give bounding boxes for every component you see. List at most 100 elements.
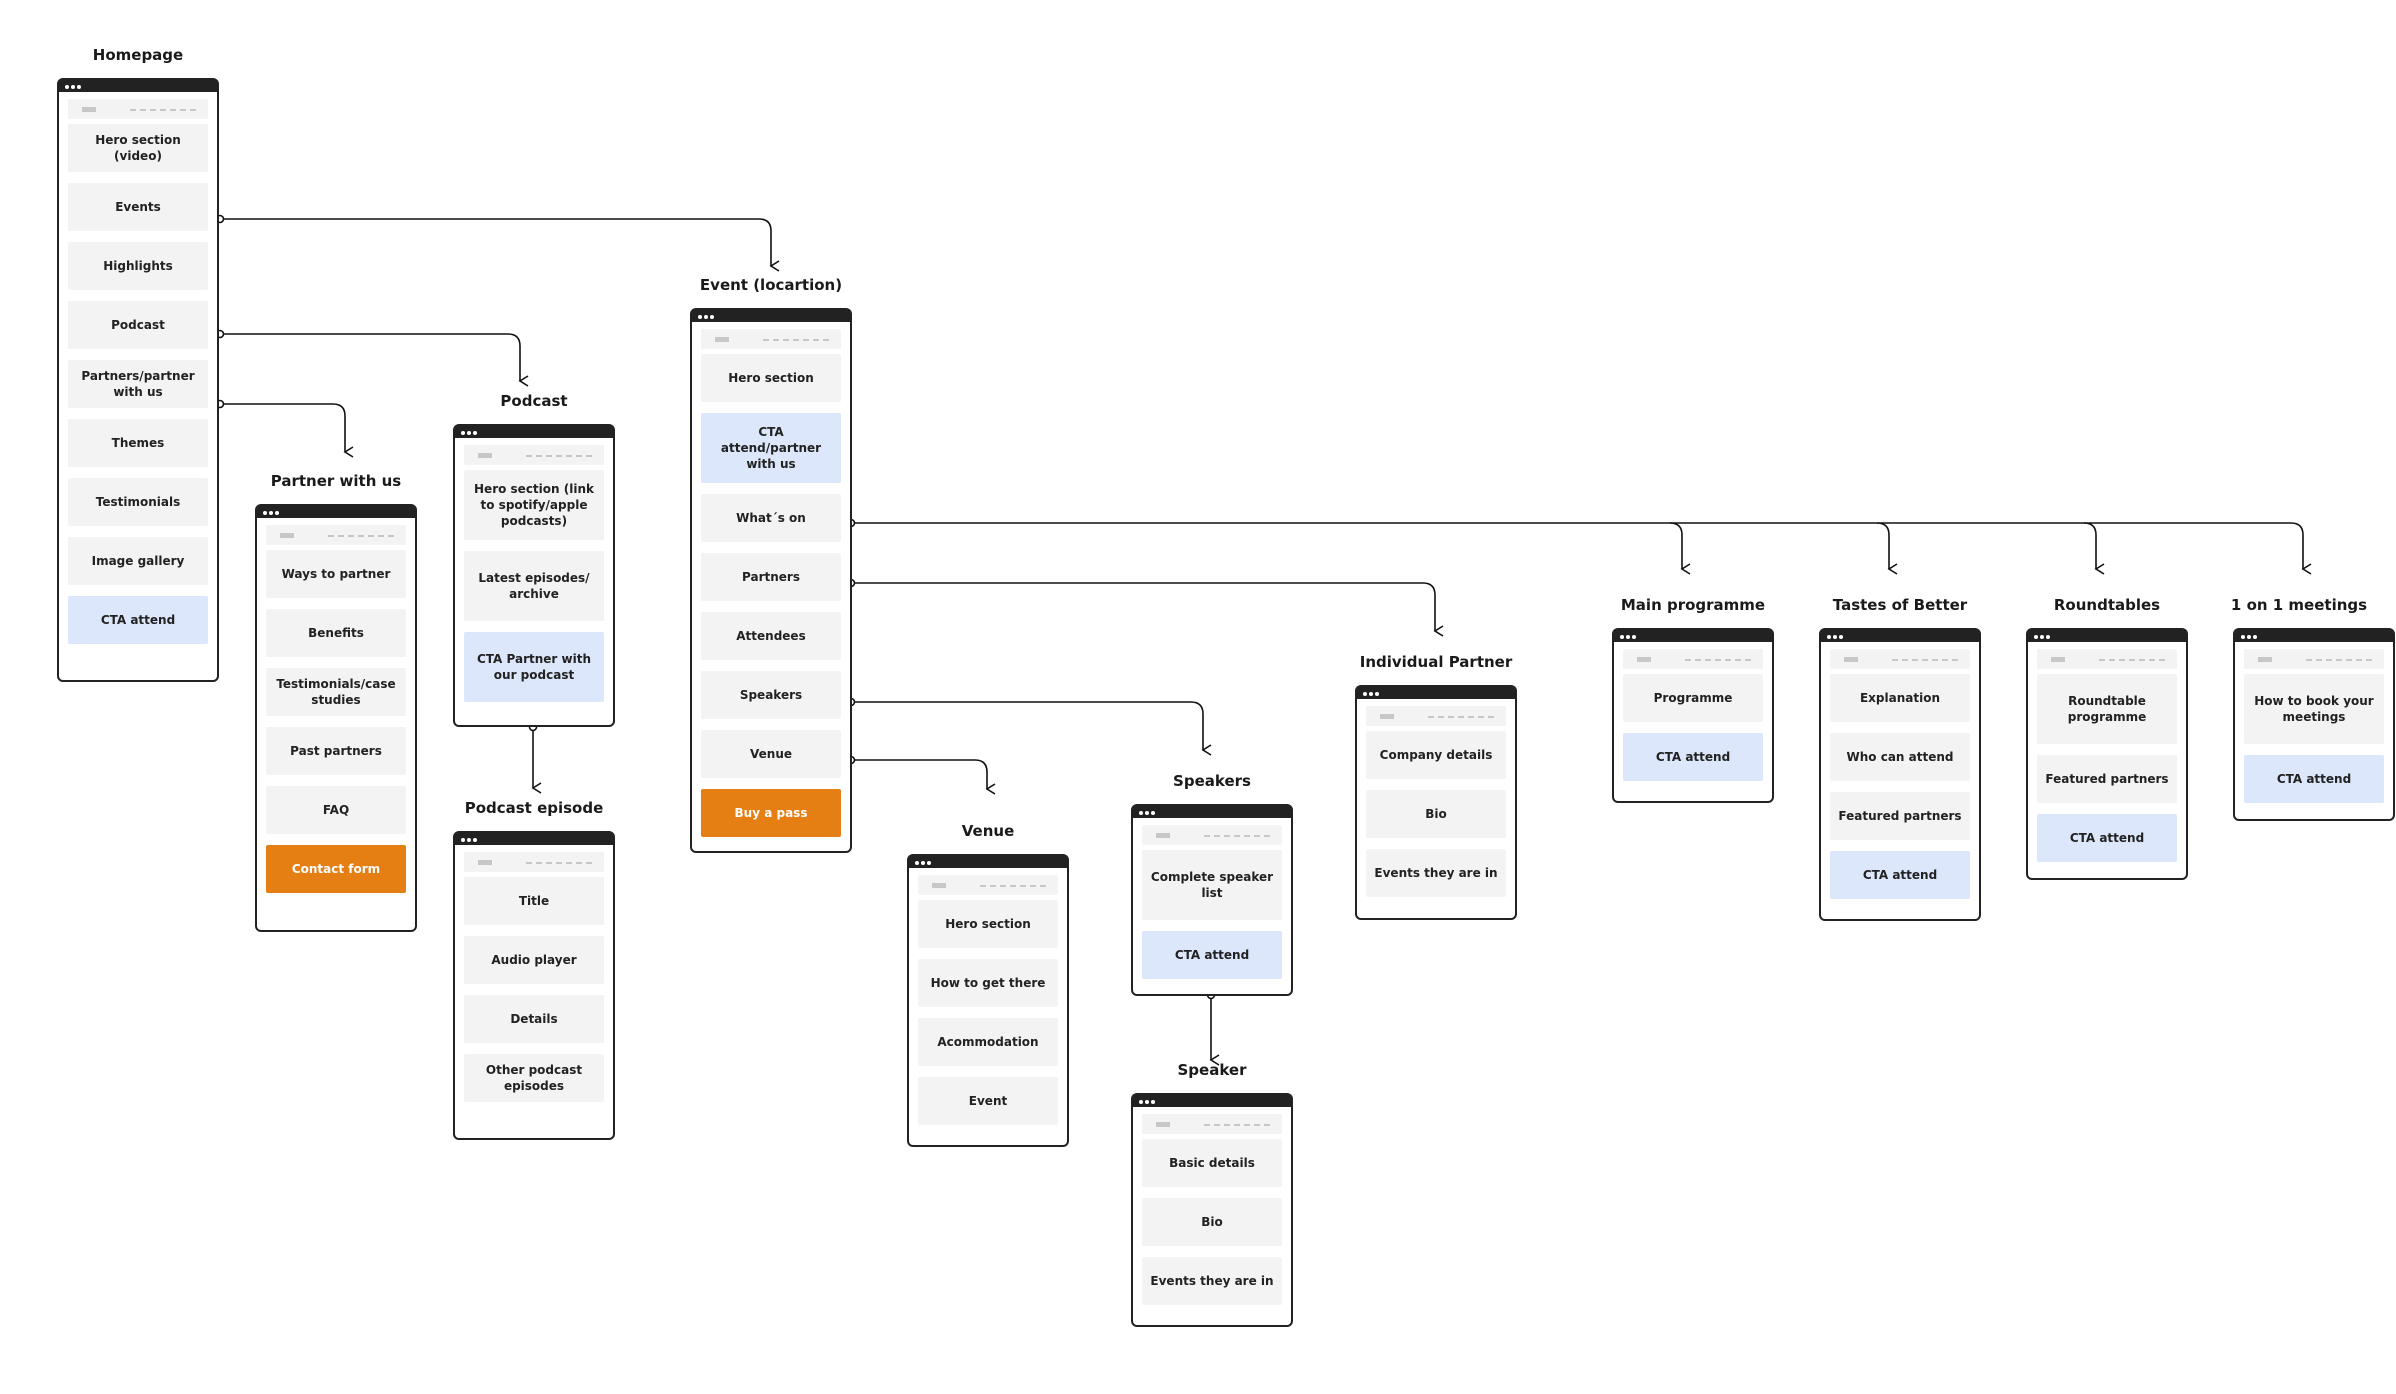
browser-bar [692,310,850,322]
browser-bar [1614,630,1772,642]
block-attendees: Attendees [701,612,841,660]
nav-placeholder [1623,649,1763,669]
block-title: Title [464,877,604,925]
block-past-partners: Past partners [266,727,406,775]
page-title: Podcast episode [464,799,604,817]
page-podcast-episode: Podcast episode Title Audio player Detai… [453,799,615,1140]
connector-whatson-1on1 [2084,522,2312,575]
page-title: Main programme [1620,596,1766,614]
nav-placeholder [464,445,604,465]
block-cta-attend: CTA attend [68,596,208,644]
block-how-to-get-there: How to get there [918,959,1058,1007]
block-roundtable-programme: Roundtable programme [2037,674,2177,744]
block-hero: Hero section [701,354,841,402]
block-event: Event [918,1077,1058,1125]
block-podcast: Podcast [68,301,208,349]
nav-placeholder [68,99,208,119]
block-cta-attend-partner: CTA attend/partner with us [701,413,841,483]
block-highlights: Highlights [68,242,208,290]
block-company-details: Company details [1366,731,1506,779]
block-whats-on: What´s on [701,494,841,542]
nav-placeholder [1142,1114,1282,1134]
browser-bar [1357,687,1515,699]
nav-placeholder [1830,649,1970,669]
block-partners: Partners/partner with us [68,360,208,408]
page-tastes-of-better: Tastes of Better Explanation Who can att… [1819,596,1981,921]
nav-placeholder [464,852,604,872]
block-accommodation: Acommodation [918,1018,1058,1066]
page-podcast: Podcast Hero section (link to spotify/ap… [453,392,615,727]
block-featured-partners: Featured partners [2037,755,2177,803]
block-hero-video: Hero section (video) [68,124,208,172]
nav-placeholder [266,525,406,545]
page-title: Event (locartion) [699,276,843,294]
connector-whatson-roundtables [1877,522,2105,575]
block-cta-partner-podcast: CTA Partner with our podcast [464,632,604,702]
block-complete-speaker-list: Complete speaker list [1142,850,1282,920]
block-events-they-are-in: Events they are in [1366,849,1506,897]
connector-partners-individual [851,582,1444,637]
page-main-programme: Main programme Programme CTA attend [1612,596,1774,803]
block-benefits: Benefits [266,609,406,657]
block-basic-details: Basic details [1142,1139,1282,1187]
block-bio: Bio [1142,1198,1282,1246]
nav-placeholder [2244,649,2384,669]
block-hero: Hero section [918,900,1058,948]
block-featured-partners: Featured partners [1830,792,1970,840]
page-title: Roundtables [2053,596,2161,614]
block-how-to-book: How to book your meetings [2244,674,2384,744]
block-audio-player: Audio player [464,936,604,984]
connector-homepage-podcast [220,333,529,387]
page-partner-with-us: Partner with us Ways to partner Benefits… [255,472,417,932]
page-title: Partner with us [270,472,402,490]
block-testimonials: Testimonials [68,478,208,526]
browser-bar [2028,630,2186,642]
page-event: Event (locartion) Hero section CTA atten… [690,276,852,853]
block-image-gallery: Image gallery [68,537,208,585]
page-title: Podcast [500,392,568,410]
block-bio: Bio [1366,790,1506,838]
block-contact-form: Contact form [266,845,406,893]
block-partners: Partners [701,553,841,601]
block-speakers: Speakers [701,671,841,719]
block-cta-attend: CTA attend [2244,755,2384,803]
page-roundtables: Roundtables Roundtable programme Feature… [2026,596,2188,880]
block-venue: Venue [701,730,841,778]
browser-bar [909,856,1067,868]
page-title: Homepage [92,46,184,64]
browser-bar [455,833,613,845]
page-individual-partner: Individual Partner Company details Bio E… [1355,653,1517,920]
connector-speakers [851,701,1212,756]
connector-whatson-main [851,522,1691,575]
block-buy-a-pass: Buy a pass [701,789,841,837]
block-explanation: Explanation [1830,674,1970,722]
browser-bar [1133,806,1291,818]
page-title: Speaker [1177,1061,1247,1079]
browser-bar [59,80,217,92]
page-title: Speakers [1173,772,1251,790]
block-cta-attend: CTA attend [1142,931,1282,979]
block-details: Details [464,995,604,1043]
browser-bar [2235,630,2393,642]
page-title: Individual Partner [1359,653,1513,671]
browser-bar [1133,1095,1291,1107]
page-speaker: Speaker Basic details Bio Events they ar… [1131,1061,1293,1327]
nav-placeholder [701,329,841,349]
connector-homepage-partner [220,403,354,458]
page-speakers: Speakers Complete speaker list CTA atten… [1131,772,1293,996]
block-themes: Themes [68,419,208,467]
page-1on1-meetings: 1 on 1 meetings How to book your meeting… [2231,596,2395,821]
page-title: Venue [961,822,1015,840]
browser-bar [455,426,613,438]
block-faq: FAQ [266,786,406,834]
connector-homepage-event [220,218,780,272]
browser-bar [1821,630,1979,642]
nav-placeholder [1142,825,1282,845]
nav-placeholder [2037,649,2177,669]
block-latest-episodes: Latest episodes/ archive [464,551,604,621]
block-ways-to-partner: Ways to partner [266,550,406,598]
page-title: Tastes of Better [1832,596,1968,614]
block-testimonials-case-studies: Testimonials/case studies [266,668,406,716]
block-events-they-are-in: Events they are in [1142,1257,1282,1305]
